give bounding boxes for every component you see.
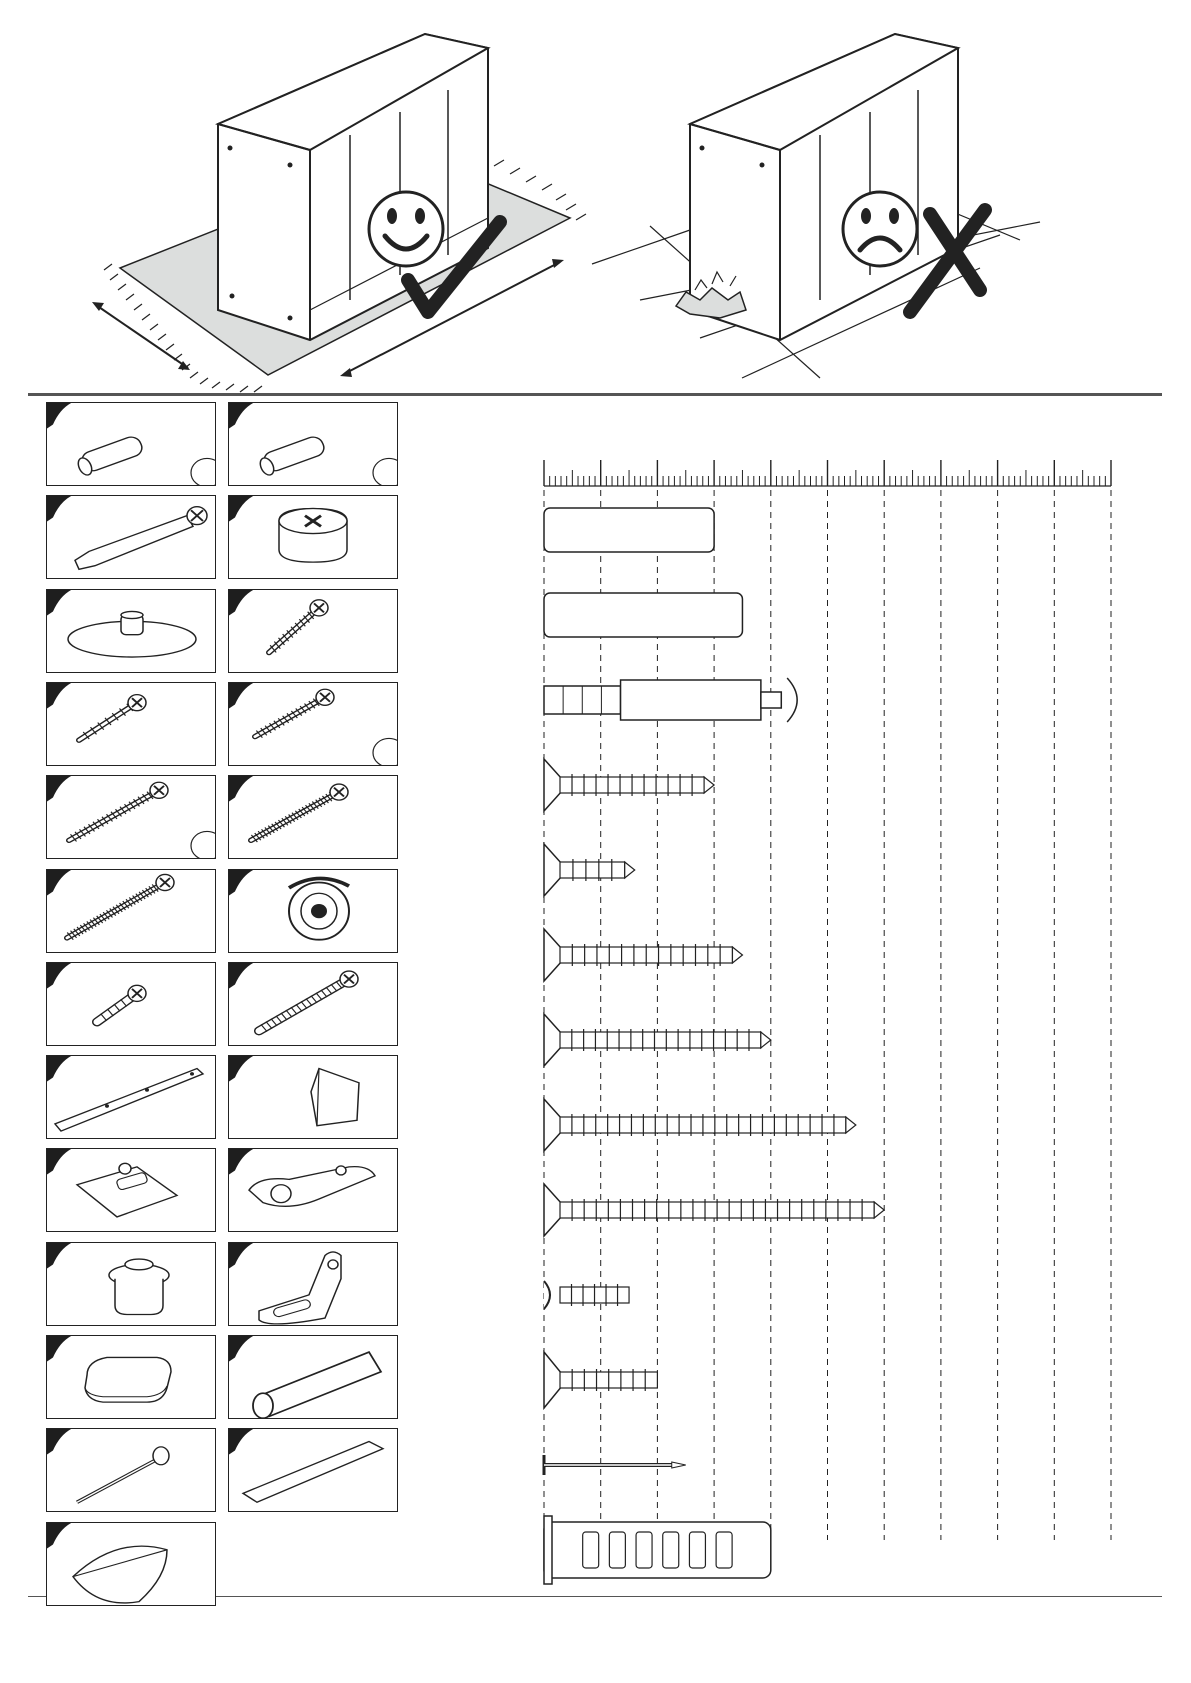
size-chart-wall-plug-40	[544, 1516, 771, 1584]
size-chart-screw-16	[544, 844, 635, 896]
size-chart-screw-30	[544, 759, 714, 811]
size-chart-screw-55	[544, 1099, 856, 1151]
hardware-card-screw-long	[46, 775, 216, 859]
hardware-card-screw-extra-long	[46, 869, 216, 953]
item-badge	[229, 1056, 257, 1083]
hardware-card-corner-connector	[228, 1055, 398, 1139]
hardware-card-wooden-dowel-short	[46, 402, 216, 486]
item-badge	[47, 590, 75, 617]
machine-screw-icon	[259, 971, 358, 1032]
glide-icon	[68, 611, 196, 657]
hardware-card-screw-small	[228, 589, 398, 673]
cam-bolt-icon	[75, 507, 207, 570]
screw-icon	[255, 689, 334, 737]
size-chart-dowel-long	[544, 593, 742, 637]
sad-face-icon	[843, 192, 917, 266]
hardware-card-wooden-dowel-long	[228, 402, 398, 486]
hardware-card-shelf-pin	[46, 1242, 216, 1326]
clip-icon	[289, 878, 349, 939]
hardware-card-furniture-glide	[46, 589, 216, 673]
hardware-card-cloth-bag	[46, 1522, 216, 1606]
screw-icon	[269, 599, 328, 652]
hardware-card-screw-fine-long	[228, 775, 398, 859]
hardware-size-chart	[520, 450, 1120, 1600]
screw-icon	[79, 695, 146, 741]
item-badge	[229, 1149, 257, 1176]
item-badge	[47, 1149, 75, 1176]
shelf-pin-icon	[109, 1259, 169, 1314]
item-badge	[229, 403, 257, 430]
hardware-card-machine-screw-short	[46, 962, 216, 1046]
item-badge	[229, 683, 257, 710]
hardware-card-plastic-strip	[228, 1428, 398, 1512]
item-badge	[47, 1056, 75, 1083]
hardware-card-felt-pad	[46, 1335, 216, 1419]
size-circle	[373, 738, 398, 766]
item-badge	[47, 1243, 75, 1270]
rail-icon	[55, 1069, 203, 1132]
item-badge	[229, 870, 257, 897]
item-badge	[229, 1336, 257, 1363]
assembly-care-illustration	[0, 0, 1191, 400]
nail-icon	[77, 1447, 169, 1502]
size-chart-screw-35	[544, 929, 742, 981]
smiley-face-icon	[369, 192, 443, 266]
hardware-card-cam-lock	[228, 495, 398, 579]
item-badge	[229, 1243, 257, 1270]
item-badge	[47, 1523, 75, 1550]
size-circle	[191, 458, 216, 486]
pad-icon	[85, 1357, 171, 1402]
hardware-card-angle-bracket	[228, 1242, 398, 1326]
section-divider	[28, 393, 1162, 396]
hardware-card-screw-medium	[228, 682, 398, 766]
hardware-card-screw-short	[46, 682, 216, 766]
size-chart-machine-screw-15	[544, 1281, 629, 1309]
item-badge	[229, 963, 257, 990]
item-badge	[47, 963, 75, 990]
item-badge	[229, 590, 257, 617]
dowel-icon	[258, 434, 327, 476]
screw-icon	[67, 874, 174, 939]
hardware-card-drawer-rail	[46, 1055, 216, 1139]
screw-icon	[251, 784, 348, 842]
wall-plug-icon	[253, 1352, 381, 1418]
item-badge	[47, 870, 75, 897]
hardware-card-cam-bolt	[46, 495, 216, 579]
item-badge	[47, 403, 75, 430]
screw-icon	[69, 782, 168, 841]
item-badge	[229, 496, 257, 523]
dowel-icon	[76, 434, 145, 476]
hardware-card-nail	[46, 1428, 216, 1512]
item-badge	[47, 1429, 75, 1456]
item-badge	[47, 683, 75, 710]
hardware-card-wall-plug	[228, 1335, 398, 1419]
hardware-card-machine-screw-long	[228, 962, 398, 1046]
strip-icon	[243, 1442, 383, 1503]
hardware-card-shelf-support-clip	[228, 869, 398, 953]
hinge-icon	[249, 1166, 375, 1206]
size-chart-cam-bolt	[544, 678, 797, 722]
angle-bracket-icon	[259, 1252, 341, 1324]
size-chart-nail-25	[544, 1455, 686, 1475]
hardware-card-cabinet-hinge	[228, 1148, 398, 1232]
item-badge	[47, 776, 75, 803]
bag-icon	[73, 1546, 167, 1603]
item-badge	[229, 776, 257, 803]
item-badge	[47, 1336, 75, 1363]
item-badge	[229, 1429, 257, 1456]
hardware-card-hinge-plate	[46, 1148, 216, 1232]
connector-icon	[311, 1069, 359, 1126]
size-circle	[373, 458, 398, 486]
item-badge	[47, 496, 75, 523]
cam-lock-icon	[279, 509, 347, 563]
size-chart-dowel-short	[544, 508, 714, 552]
hinge-plate-icon	[77, 1164, 177, 1218]
bad-assembly-scene	[592, 34, 1040, 378]
machine-screw-icon	[97, 985, 146, 1022]
good-assembly-scene	[92, 34, 586, 392]
size-circle	[191, 832, 216, 860]
